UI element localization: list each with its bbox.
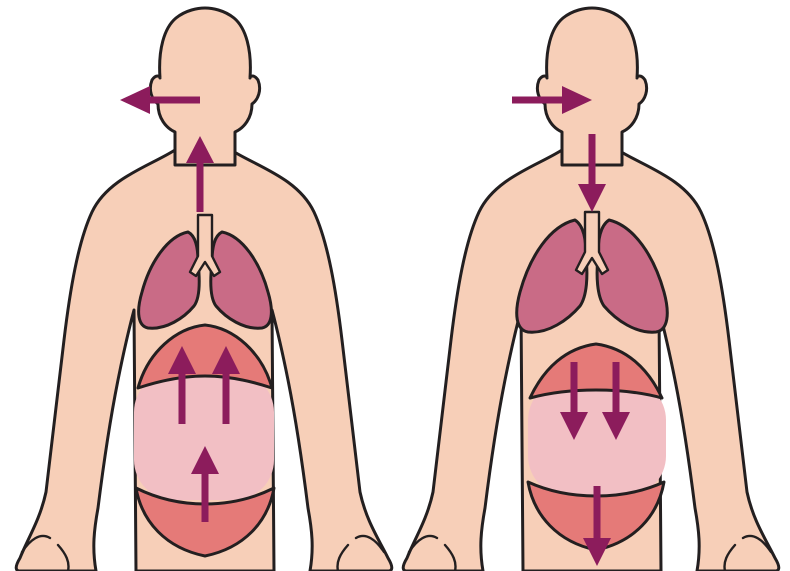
head — [150, 8, 259, 165]
abdomen — [528, 380, 666, 496]
figure-exhale — [16, 8, 392, 571]
figure-inhale — [403, 8, 779, 571]
